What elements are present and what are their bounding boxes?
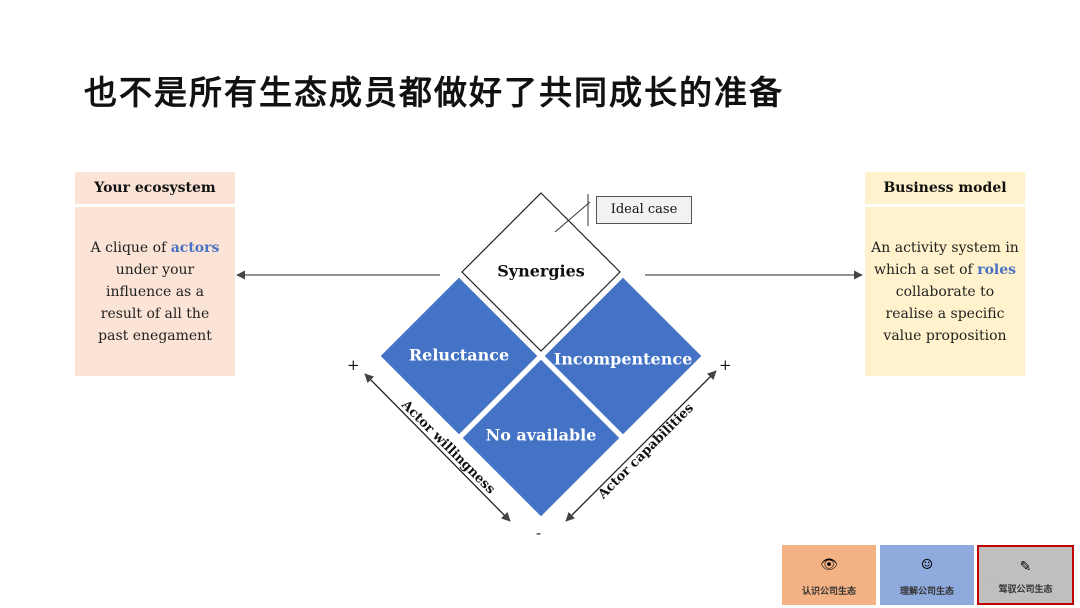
- page-title: 也不是所有生态成员都做好了共同成长的准备: [84, 73, 784, 112]
- synergies-label: Synergies: [497, 261, 585, 281]
- business-model-text-after: collaborate to realise a specific value …: [883, 283, 1007, 344]
- pen-icon: ✎: [1019, 559, 1032, 575]
- ideal-case-pointer: [554, 201, 591, 233]
- incompetence-label: Incompentence: [553, 349, 693, 369]
- page-number: 27: [985, 574, 998, 585]
- axis-minus: -: [536, 524, 542, 542]
- nav-master[interactable]: ✎ 驾驭公司生态: [977, 545, 1074, 605]
- nav-master-label: 驾驭公司生态: [998, 585, 1053, 595]
- actors-highlight: actors: [170, 239, 220, 256]
- ecosystem-description: A clique of actors under your influence …: [75, 207, 235, 376]
- business-model-header: Business model: [865, 172, 1025, 204]
- ideal-case-label: Ideal case: [596, 196, 692, 224]
- business-model-description: An activity system in which a set of rol…: [865, 207, 1025, 376]
- business-model-text-before: An activity system in which a set of: [871, 239, 1019, 278]
- ecosystem-header: Your ecosystem: [75, 172, 235, 204]
- brain-icon: ☺: [920, 557, 934, 573]
- willingness-axis: [364, 373, 511, 522]
- roles-highlight: roles: [977, 261, 1017, 278]
- nav-understand[interactable]: ☺ 理解公司生态: [880, 545, 974, 605]
- no-available-label: No available: [485, 425, 597, 445]
- eye-icon: 👁: [820, 557, 838, 573]
- reluctance-label: Reluctance: [408, 345, 510, 365]
- ecosystem-text-after: under your influence as a result of all …: [98, 261, 212, 344]
- capabilities-axis: [565, 370, 717, 522]
- synergies-quadrant: [461, 192, 621, 352]
- nav-understand-label: 理解公司生态: [899, 587, 954, 597]
- ecosystem-box: Your ecosystem A clique of actors under …: [75, 172, 235, 376]
- willingness-plus: +: [347, 356, 360, 374]
- ecosystem-text-before: A clique of: [90, 239, 171, 256]
- capabilities-plus: +: [719, 356, 732, 374]
- nav-recognize-label: 认识公司生态: [801, 587, 856, 597]
- business-model-box: Business model An activity system in whi…: [865, 172, 1025, 376]
- nav-recognize[interactable]: 👁 认识公司生态: [782, 545, 876, 605]
